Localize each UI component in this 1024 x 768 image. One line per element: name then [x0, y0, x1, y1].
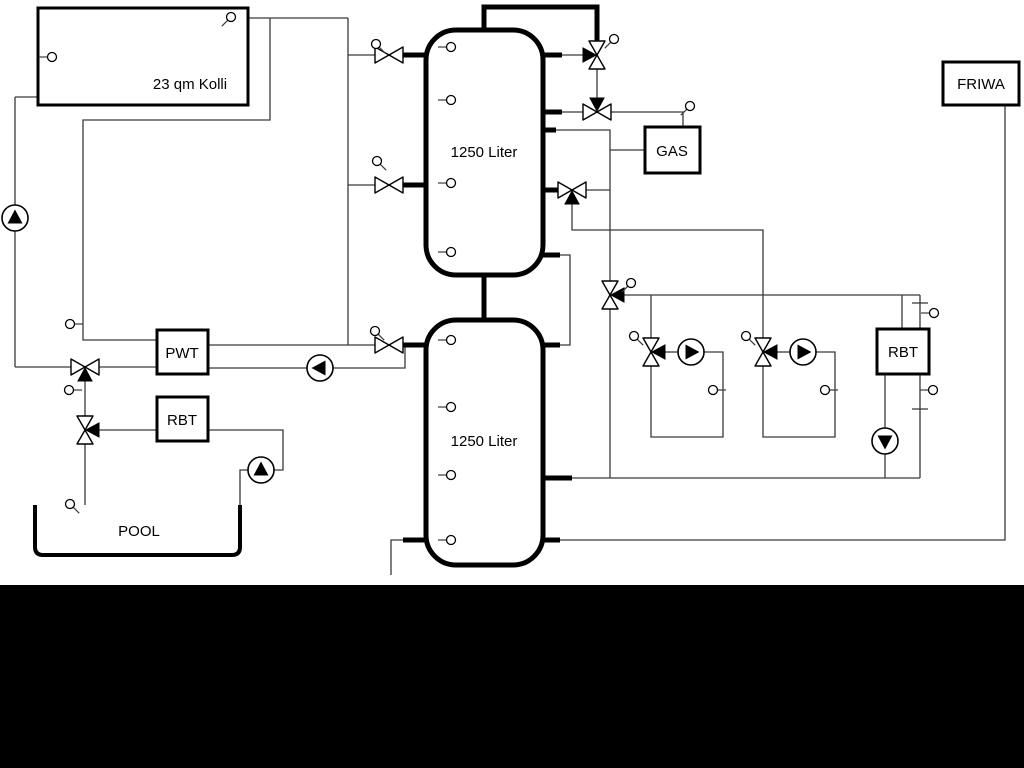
tank1-outline [423, 27, 546, 278]
pwt-heat-exchanger: PWT [155, 328, 210, 376]
gas-label: GAS [656, 143, 688, 160]
pipe [208, 347, 406, 369]
friwa-station: FRIWA [941, 60, 1021, 107]
temperature-sensor-icon [63, 384, 83, 396]
rbt-right-label: RBT [888, 344, 918, 361]
gas-boiler: GAS [643, 125, 702, 175]
pool-basin: POOL [33, 505, 242, 557]
three-way-valve-gas-top-icon [582, 97, 612, 121]
three-way-valve-gas-return-icon [557, 181, 587, 205]
buffer-tank-1: 1250 Liter [423, 27, 546, 278]
pool-pump-icon [247, 456, 275, 484]
pipe [611, 111, 684, 127]
pool-outline [33, 505, 242, 557]
pipe [560, 105, 1006, 541]
valve-tank1-mid-icon [374, 176, 404, 194]
valve-tank2-top-icon [374, 336, 404, 354]
circuit1-pump-icon [677, 338, 705, 366]
friwa-label: FRIWA [957, 76, 1005, 93]
solar-collector: 23 qm Kolli [36, 6, 250, 107]
circuit2-pump-icon [789, 338, 817, 366]
buffer-tank-2: 1250 Liter [423, 317, 546, 568]
pipe [239, 469, 248, 505]
friwa-outline [941, 60, 1021, 107]
three-way-valve-pwt-icon [70, 358, 100, 382]
pipe [560, 254, 571, 346]
pool-label: POOL [118, 523, 160, 540]
thin-pipes [14, 17, 1006, 575]
temperature-sensor-icon [676, 98, 698, 120]
temperature-sensor-icon [62, 496, 84, 518]
rbt-left-unit: RBT [155, 395, 210, 443]
pipe [571, 204, 764, 341]
rbt-pump-icon [871, 427, 899, 455]
temperature-sensor-icon [919, 384, 939, 396]
pipe [208, 429, 284, 471]
collector-label: 23 qm Kolli [153, 76, 227, 93]
main-pipes [403, 4, 600, 543]
valve-header-icon [582, 40, 606, 70]
three-way-mixing-valve-circuit2-icon [754, 337, 778, 367]
temperature-sensor-icon [920, 307, 940, 319]
pipe [556, 129, 611, 281]
bottom-black-band [0, 585, 1024, 768]
top-header-pipe [481, 4, 600, 41]
pwt-label: PWT [165, 345, 198, 362]
collector-outline [36, 6, 250, 107]
pipe [82, 18, 271, 341]
three-way-valve-distribution-icon [601, 280, 625, 310]
pipe [762, 351, 836, 438]
three-way-mixing-valve-circuit1-icon [642, 337, 666, 367]
pipe [650, 351, 724, 438]
rbt-right-unit: RBT [875, 327, 931, 376]
pwt-pump-icon [306, 354, 334, 382]
tank2-label: 1250 Liter [451, 433, 518, 450]
tank2-outline [423, 317, 546, 568]
pipe [390, 539, 403, 575]
tank1-label: 1250 Liter [451, 144, 518, 161]
valve-tank1-top-icon [374, 46, 404, 64]
temperature-sensor-icon [369, 153, 391, 175]
rbt-right-outline [875, 327, 931, 376]
three-way-valve-pool-icon [76, 415, 100, 445]
rbt-left-outline [155, 395, 210, 443]
gas-outline [643, 125, 702, 175]
solar-pump-icon [1, 204, 29, 232]
rbt-left-label: RBT [167, 412, 197, 429]
temperature-sensor-icon [64, 318, 84, 330]
pwt-outline [155, 328, 210, 376]
